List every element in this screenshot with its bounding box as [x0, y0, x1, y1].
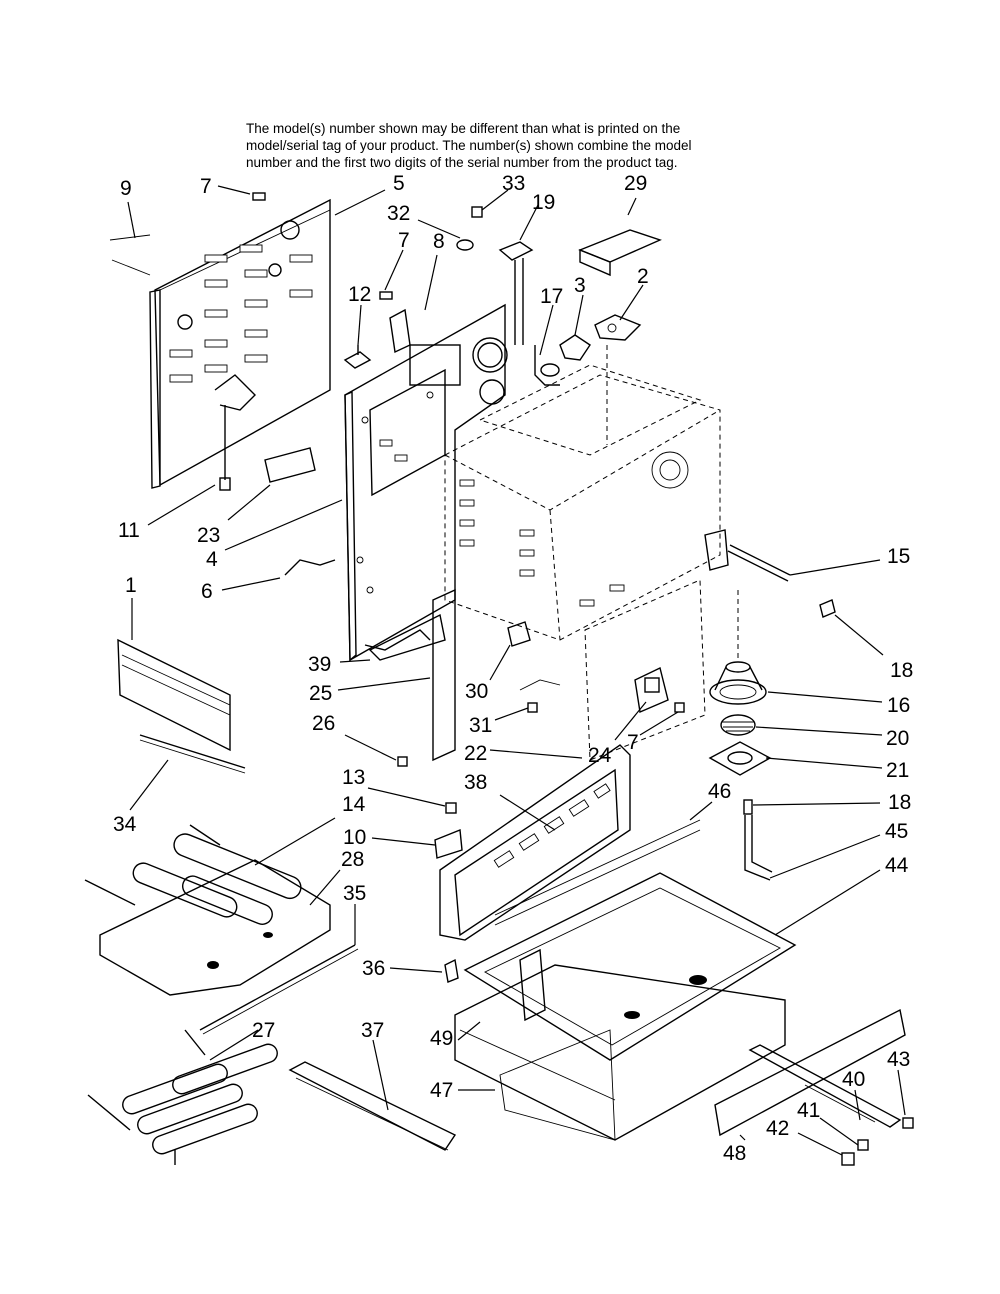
callout-48: 48	[723, 1142, 746, 1165]
callout-47: 47	[430, 1079, 453, 1102]
part-bracket-37	[288, 1061, 457, 1151]
callout-8: 8	[433, 230, 445, 253]
callout-10: 10	[343, 826, 366, 849]
callout-30: 30	[465, 680, 488, 703]
part-column	[397, 588, 456, 767]
part-igniter	[559, 314, 642, 445]
callout-22: 22	[464, 742, 487, 765]
callout-40: 40	[842, 1068, 865, 1091]
callout-31: 31	[469, 714, 492, 737]
part-rear-panel	[109, 198, 331, 491]
part-vent-cover	[578, 229, 662, 277]
callout-20: 20	[886, 727, 909, 750]
callout-18: 18	[890, 659, 913, 682]
part-rod-35	[199, 944, 359, 1035]
note-line-1: The model(s) number shown may be differe…	[246, 121, 681, 136]
callout-35: 35	[343, 882, 366, 905]
part-rod	[704, 529, 836, 618]
callout-37: 37	[361, 1019, 384, 1042]
callout-38: 38	[464, 771, 487, 794]
part-bake-element	[87, 1029, 278, 1165]
callout-14: 14	[342, 793, 366, 816]
callout-39: 39	[308, 653, 331, 676]
model-number-note: The model(s) number shown may be differe…	[246, 120, 766, 171]
callout-19: 19	[532, 191, 555, 214]
callout-15: 15	[887, 545, 910, 568]
callout-11: 11	[118, 519, 140, 542]
part-broil-element	[84, 824, 331, 996]
part-drawer	[454, 964, 786, 1141]
part-front-bar	[117, 638, 246, 774]
callout-24: 24	[588, 744, 612, 767]
callout-1: 1	[125, 574, 137, 597]
callout-7c: 7	[627, 731, 639, 754]
callout-4: 4	[206, 548, 218, 571]
callout-18b: 18	[888, 791, 911, 814]
callout-34: 34	[113, 813, 137, 836]
callout-32: 32	[387, 202, 410, 225]
callout-5: 5	[393, 172, 405, 195]
callout-7b: 7	[398, 229, 410, 252]
part-kick-panel	[714, 1008, 914, 1166]
callout-labels: 9 7 5 33 29 32 19 7 8 12 17 3 2 11 23 4 …	[113, 172, 913, 1165]
callout-9: 9	[120, 177, 132, 200]
leader-lines	[127, 185, 906, 1156]
callout-27: 27	[252, 1019, 275, 1042]
note-line-2: model/serial tag of your product. The nu…	[246, 138, 692, 153]
callout-12: 12	[348, 283, 371, 306]
callout-28: 28	[341, 848, 364, 871]
callout-16: 16	[887, 694, 910, 717]
part-side-frame	[344, 303, 508, 662]
callout-21: 21	[886, 759, 909, 782]
callout-3: 3	[574, 274, 586, 297]
part-burner-stack	[708, 590, 773, 881]
callout-26: 26	[312, 712, 335, 735]
callout-46: 46	[708, 780, 731, 803]
callout-6: 6	[201, 580, 213, 603]
callout-43: 43	[887, 1048, 910, 1071]
callout-2: 2	[637, 265, 649, 288]
part-valve-bracket	[507, 621, 685, 713]
callout-49: 49	[430, 1027, 453, 1050]
note-line-3: number and the first two digits of the s…	[246, 155, 678, 170]
callout-13: 13	[342, 766, 365, 789]
callout-23: 23	[197, 524, 220, 547]
part-oven-cavity	[444, 364, 721, 761]
part-bottom-pan	[463, 819, 797, 1061]
callout-25: 25	[309, 682, 332, 705]
callout-29: 29	[624, 172, 647, 195]
part-small-brackets	[252, 192, 411, 369]
callout-44: 44	[885, 854, 909, 877]
callout-45: 45	[885, 820, 908, 843]
part-wire	[284, 559, 336, 576]
callout-41: 41	[797, 1099, 820, 1122]
callout-17: 17	[540, 285, 563, 308]
part-fittings	[456, 206, 560, 386]
callout-7: 7	[200, 175, 212, 198]
callout-33: 33	[502, 172, 525, 195]
callout-42: 42	[766, 1117, 789, 1140]
callout-36: 36	[362, 957, 385, 980]
part-front-frame	[434, 744, 631, 983]
